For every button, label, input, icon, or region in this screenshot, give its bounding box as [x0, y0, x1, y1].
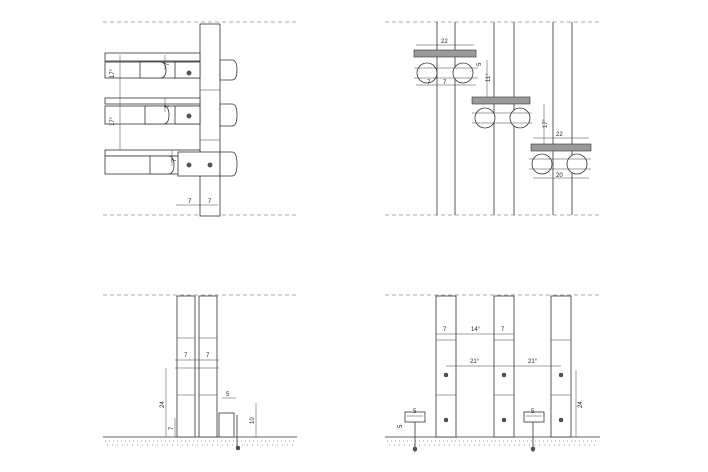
dim-label: 22 — [556, 132, 563, 138]
panel-top-right: 22 22 20 7 7 17° 11° 5 — [385, 21, 600, 216]
dim-label: 17° — [110, 68, 116, 78]
bolt-icon — [186, 113, 192, 119]
dim-label: 7 — [443, 327, 447, 333]
dim-label: 10 — [250, 417, 256, 424]
bolt-icon — [558, 372, 564, 378]
dim-label: 21° — [528, 359, 538, 365]
vertical-bamboo-post — [199, 23, 221, 217]
dim-label: 5 — [398, 424, 404, 428]
dim-label: 17° — [110, 116, 116, 126]
bamboo-posts — [435, 295, 572, 438]
dim-label: 5 — [477, 62, 483, 66]
clamp-assembly — [413, 44, 478, 84]
anchor-plates — [404, 411, 545, 452]
anchor-plate — [218, 412, 241, 451]
dim-label: 21° — [470, 359, 480, 365]
clamp-assembly — [471, 96, 532, 129]
dim-label: 7 — [427, 80, 431, 86]
dim-label: 7 — [169, 426, 175, 430]
bolt-icon — [235, 445, 241, 451]
dim-label: 7 — [206, 353, 210, 359]
bolt-icon — [443, 417, 449, 423]
dim-label: 7 — [443, 80, 447, 86]
dim-label: 5 — [226, 392, 230, 398]
dim-label: 7 — [165, 104, 171, 108]
bolt-icon — [186, 70, 192, 76]
dim-label: 5 — [531, 409, 535, 415]
dim-label: 7 — [188, 199, 192, 205]
bolt-icon — [207, 162, 213, 168]
dim-label: 22 — [441, 39, 448, 45]
dim-label: 7 — [184, 353, 188, 359]
bolt-icon — [530, 446, 536, 452]
bolt-icon — [443, 372, 449, 378]
ground-hatch — [387, 440, 598, 446]
dim-label: 7 — [501, 327, 505, 333]
bolt-icon — [558, 417, 564, 423]
panel-bottom-right: 7 14° 7 21° 21° 5 5 24 5 — [385, 294, 600, 452]
dim-label: 7 — [172, 158, 178, 162]
panel-top-left: 17° 17° 7 7 7 7 7 — [103, 21, 297, 217]
dim-label: 5 — [413, 409, 417, 415]
panel-bottom-left: 7 7 24 7 5 10 — [103, 294, 297, 451]
dim-label: 20 — [556, 173, 563, 179]
horizontal-bamboo-rails — [104, 52, 238, 177]
clamp-assembly — [529, 137, 592, 179]
dim-label: 14° — [471, 327, 481, 333]
dim-label: 24 — [578, 401, 584, 408]
bamboo-posts — [175, 295, 219, 438]
dim-label: 7 — [208, 199, 212, 205]
bolt-icon — [186, 162, 192, 168]
dim-label: 7 — [165, 62, 171, 66]
bolt-icon — [501, 417, 507, 423]
ground-hatch — [105, 440, 295, 446]
dim-label: 17° — [543, 118, 549, 128]
bolt-icon — [412, 446, 418, 452]
dim-label: 11° — [486, 73, 492, 82]
bolt-icon — [501, 372, 507, 378]
dim-label: 24 — [160, 401, 166, 408]
